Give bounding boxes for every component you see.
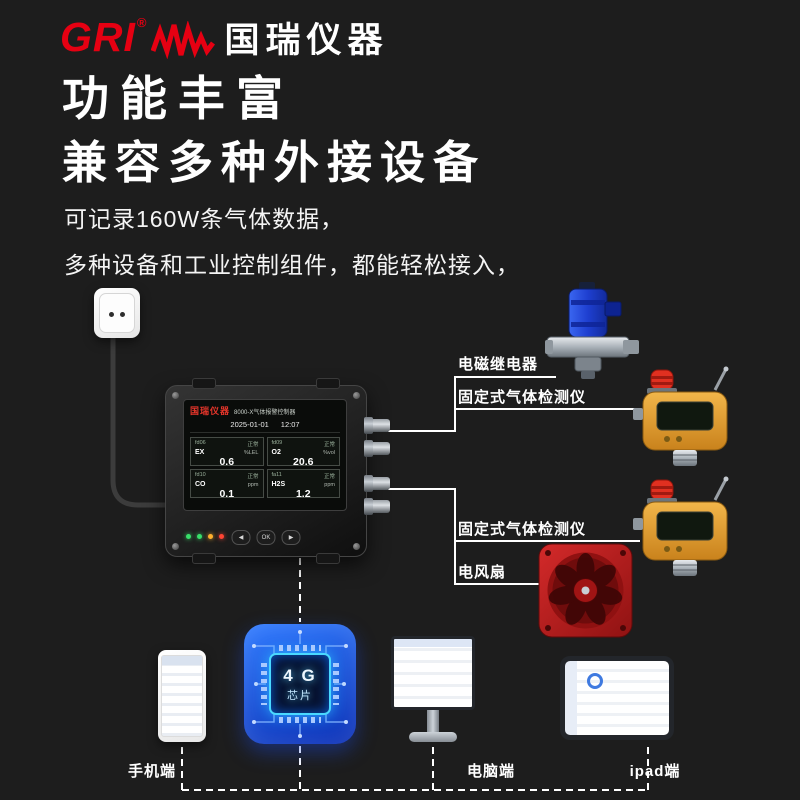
channel-unit: ppm — [247, 482, 259, 488]
channel-card: fa11 正常 H2S ppm 1.2 — [266, 469, 340, 500]
channel-id: fd06 — [195, 440, 206, 446]
controller-screen: 国瑞仪器 8000-X气体报警控制器 2025-01-01 12:07 fd06… — [183, 399, 347, 511]
phone-mockup — [158, 650, 206, 742]
label-gas-detector-1: 固定式气体检测仪 — [458, 389, 587, 406]
chip-label-4g: 4 G — [283, 665, 317, 685]
fault-led — [208, 534, 213, 539]
label-fan: 电风扇 — [458, 564, 507, 581]
channel-gas: EX — [195, 449, 205, 456]
channel-value: 20.6 — [293, 456, 314, 468]
socket-hole — [120, 312, 125, 317]
channel-status: 正常 — [323, 474, 335, 480]
gas-alarm-controller: 国瑞仪器 8000-X气体报警控制器 2025-01-01 12:07 fd06… — [165, 378, 390, 564]
wire-to-detector-1 — [454, 408, 640, 431]
channel-gas: O2 — [271, 449, 281, 456]
channel-card: fd09 正常 O2 %vol 20.6 — [266, 437, 340, 468]
chip-pins — [333, 663, 339, 705]
screen-model: 8000-X气体报警控制器 — [234, 410, 296, 416]
channel-unit: %LEL — [243, 450, 259, 456]
screen-date: 2025-01-01 — [230, 420, 269, 429]
cable-gland — [364, 417, 390, 434]
desktop-mockup — [391, 636, 475, 742]
chip-label-cn: 芯片 — [287, 689, 313, 702]
cable-gland — [364, 440, 390, 457]
chip-pins — [261, 663, 267, 705]
screw-icon — [353, 392, 360, 399]
ok-button: OK — [256, 530, 276, 545]
channel-unit: ppm — [324, 482, 335, 488]
channel-card: fd10 正常 CO ppm 0.1 — [190, 469, 264, 500]
channel-id: fd10 — [195, 472, 206, 478]
power-led — [186, 534, 191, 539]
channel-id: fd09 — [271, 440, 283, 446]
4g-chip: 4 G 芯片 — [244, 624, 356, 744]
channel-status: 正常 — [247, 442, 259, 448]
cable-gland — [364, 498, 390, 515]
monitor-base — [409, 732, 457, 742]
label-pc-client: 电脑端 — [466, 763, 516, 780]
channel-status: 正常 — [247, 474, 259, 480]
hero-desc-2: 多种设备和工业控制组件，都能轻松接入， — [64, 252, 520, 278]
socket-face — [99, 293, 135, 333]
left-arrow-button: ◀ — [231, 530, 251, 545]
channel-value: 0.1 — [219, 488, 235, 500]
brand-logo: GRI ® 国瑞仪器 — [60, 12, 389, 63]
mounting-tab — [192, 553, 216, 564]
channel-gas: H2S — [271, 481, 286, 488]
chip-pins — [279, 717, 321, 723]
registered-mark: ® — [136, 15, 147, 30]
channel-gas: CO — [195, 481, 206, 488]
channel-value: 0.6 — [219, 456, 235, 468]
screen-brand: 国瑞仪器 — [190, 406, 231, 416]
gas-detector-image — [633, 476, 729, 576]
gas-detector-image — [633, 366, 729, 466]
status-leds — [186, 534, 224, 539]
monitor-screen — [391, 636, 475, 710]
hero-title-2: 兼容多种外接设备 — [62, 137, 487, 188]
device-keypad: ◀ OK ▶ — [231, 530, 301, 545]
channel-value: 1.2 — [295, 488, 311, 500]
label-gas-detector-2: 固定式气体检测仪 — [458, 521, 587, 538]
right-arrow-button: ▶ — [281, 530, 301, 545]
brand-gri-text: GRI — [60, 14, 136, 60]
power-cable — [110, 335, 169, 508]
label-phone-client: 手机端 — [127, 763, 177, 780]
screw-icon — [353, 543, 360, 550]
channel-card: fd06 正常 EX %LEL 0.6 — [190, 437, 264, 468]
cable-gland — [364, 475, 390, 492]
mounting-tab — [316, 553, 340, 564]
hero-desc-1: 可记录160W条气体数据， — [64, 206, 345, 232]
brand-name-cn: 国瑞仪器 — [224, 21, 389, 60]
socket-hole — [109, 312, 114, 317]
4g-chip-die: 4 G 芯片 — [261, 645, 339, 723]
label-relay: 电磁继电器 — [458, 356, 539, 373]
monitor-neck — [427, 710, 439, 732]
screw-icon — [172, 392, 179, 399]
mounting-tab — [192, 378, 216, 389]
mounting-tab — [316, 378, 340, 389]
channel-id: fa11 — [271, 472, 282, 478]
power-socket — [94, 288, 140, 338]
solenoid-valve-image — [545, 282, 639, 379]
label-ipad-client: ipad端 — [629, 763, 681, 780]
channel-unit: %vol — [323, 450, 335, 456]
channel-grid: fd06 正常 EX %LEL 0.6 fd09 正常 O2 — [190, 437, 340, 500]
phone-screen — [161, 655, 203, 737]
screw-icon — [172, 543, 179, 550]
tablet-mockup — [560, 656, 674, 740]
waveform-icon — [150, 20, 215, 59]
fan-image — [538, 543, 633, 638]
chip-pins — [279, 645, 321, 651]
channel-status: 正常 — [323, 442, 335, 448]
run-led — [197, 534, 202, 539]
screen-time: 12:07 — [280, 420, 300, 429]
alarm-led — [219, 534, 224, 539]
hero-title-1: 功能丰富 — [62, 72, 294, 125]
